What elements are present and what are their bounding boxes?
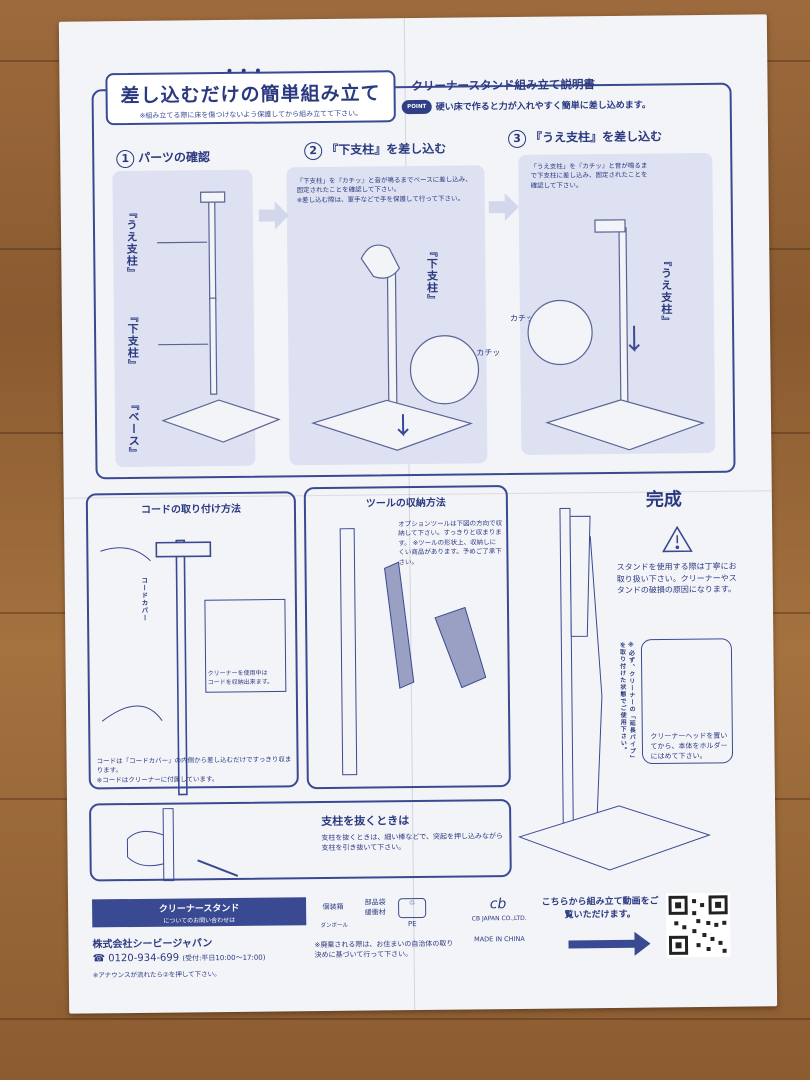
complete-note: スタンドを使用する際は丁寧にお取り扱い下さい。クリーナーやスタンドの破損の原因に… <box>616 561 737 596</box>
phone-note: ※アナウンスが流れたら②を押して下さい。 <box>92 970 221 980</box>
phone-hours: (受付:平日10:00〜17:00) <box>182 953 266 963</box>
complete-title: 完成 <box>645 489 682 511</box>
phone-line: ☎ 0120-934-699 (受付:平日10:00〜17:00) <box>93 952 266 965</box>
video-text: こちらから組み立て動画をご覧いただけます。 <box>541 896 659 921</box>
brand-name: CB JAPAN CO.,LTD. <box>471 914 527 923</box>
phone-icon: ☎ <box>92 953 109 965</box>
packaging-label: 個装箱 <box>322 902 344 912</box>
recycle-pla-icon: ♲ <box>398 897 427 919</box>
tool-section-title: ツールの収納方法 <box>365 497 446 510</box>
pe-label: PE <box>407 920 417 929</box>
contact-bar-subtitle: についてのお問い合わせは <box>163 916 236 925</box>
made-in: MADE IN CHINA <box>474 934 525 944</box>
cb-logo-icon: cb <box>489 896 507 913</box>
cord-section <box>85 491 299 790</box>
cardboard-label: ダンボール <box>320 922 349 930</box>
cord-inset-note: クリーナーを使用中は コードを収納出来ます。 <box>207 669 274 686</box>
remove-title: 支柱を抜くときは <box>321 814 410 829</box>
contact-bar-title: クリーナースタンド <box>158 903 240 915</box>
instruction-sheet: ••• 差し込むだけの簡単組み立て ※組み立てる際に床を傷つけないよう保護してか… <box>58 14 778 1014</box>
qr-code-icon[interactable] <box>665 892 731 958</box>
contact-bar: クリーナースタンド についてのお問い合わせは <box>92 897 307 928</box>
disposal-note: ※廃棄される際は、お住まいの自治体の取り決めに基づいて行って下さい。 <box>314 939 454 959</box>
qr-code-graphic <box>668 895 728 955</box>
head-note: クリーナーヘッドを置いてから、本体をホルダーにはめて下さい。 <box>650 731 728 761</box>
company-name: 株式会社シービージャパン <box>92 938 213 951</box>
cord-cover-label: コードカバー <box>139 576 149 622</box>
pipe-note: ※必ず、クリーナーの「延長パイプ」を取り付けた状態でご使用下さい。 <box>618 641 636 762</box>
cord-section-title: コードの取り付け方法 <box>140 503 241 516</box>
phone-number: 0120-934-699 <box>108 952 180 965</box>
tool-note: オプションツールは下図の方向で収納して下さい。すっきりと収まります。 ※ツールの… <box>398 519 503 566</box>
cord-note: コードは「コードカバー」の内側から差し込むだけですっきり収まります。 ※コードは… <box>96 755 292 785</box>
line-drawings <box>100 191 734 956</box>
parts-label: 部品袋 緩衝材 <box>364 898 386 917</box>
remove-note: 支柱を抜くときは、細い棒などで、突起を押し込みながら支柱を引き抜いて下さい。 <box>321 832 504 853</box>
